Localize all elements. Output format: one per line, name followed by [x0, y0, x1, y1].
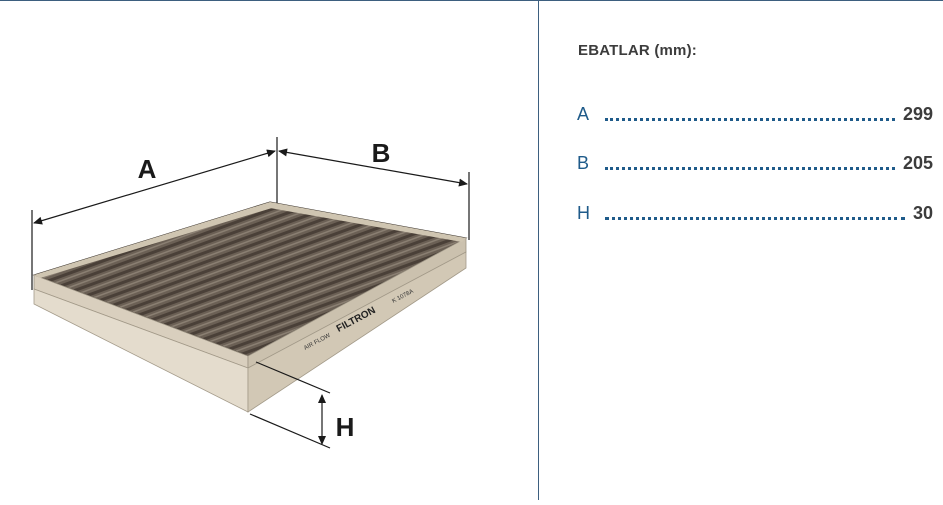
dimension-row-a: A 299	[577, 100, 933, 124]
dimensions-panel: EBATLAR (mm): A 299 B 205 H 30	[539, 0, 943, 500]
dimension-letter: A	[577, 104, 590, 124]
filter-body	[32, 201, 468, 413]
dimension-b: B	[278, 138, 470, 240]
dotted-leader	[605, 167, 895, 170]
dimension-a: A	[31, 137, 278, 290]
dimensions-title: EBATLAR (mm):	[578, 42, 697, 59]
dimension-b-label: B	[372, 138, 391, 168]
dotted-leader	[605, 217, 905, 220]
filter-diagram: AIR FLOW FILTRON K 1078A A B H	[31, 137, 470, 449]
dimension-a-label: A	[138, 154, 157, 184]
dimension-letter: H	[577, 203, 590, 223]
dimension-row-h: H 30	[577, 199, 933, 223]
product-diagram-panel: AIR FLOW FILTRON K 1078A A B H	[31, 137, 470, 449]
dimension-value: 30	[912, 203, 933, 223]
dimension-h-label: H	[336, 412, 355, 442]
dimension-value: 299	[902, 104, 933, 124]
dimension-row-b: B 205	[577, 149, 933, 173]
dimension-h: H	[249, 361, 355, 449]
dotted-leader	[605, 118, 895, 121]
panel-divider	[538, 0, 539, 500]
dimension-letter: B	[577, 153, 590, 173]
dimension-value: 205	[902, 153, 933, 173]
